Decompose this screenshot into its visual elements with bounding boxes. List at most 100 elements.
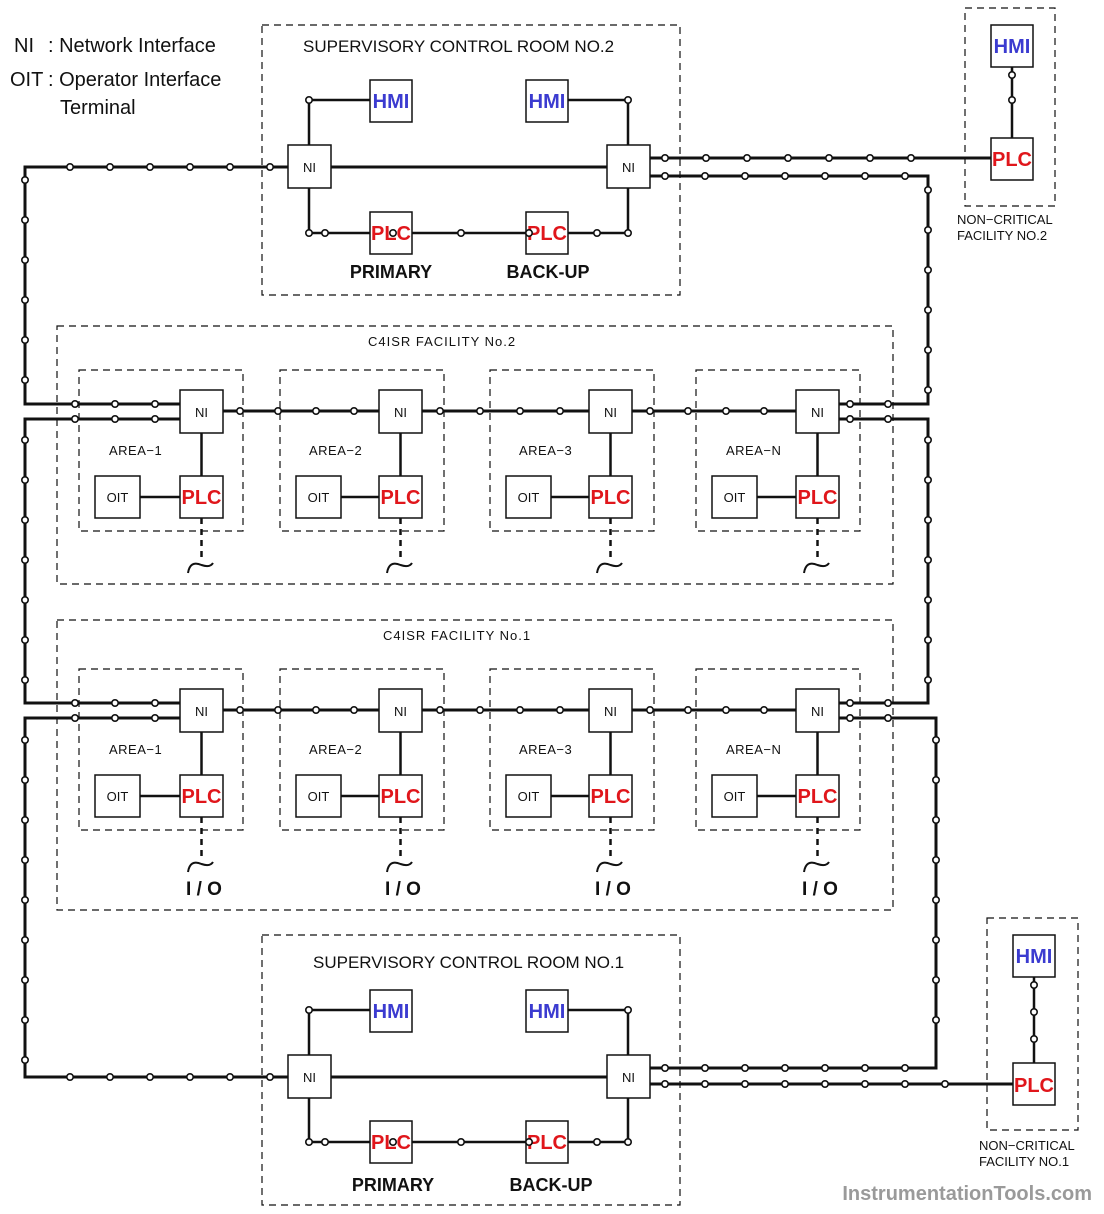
connector-dot [860, 172, 869, 181]
plc-box[interactable] [1012, 1062, 1056, 1106]
connector-dot [555, 406, 564, 415]
connector-dot [186, 163, 195, 172]
connector-dot [20, 675, 29, 684]
ni-box[interactable] [606, 144, 651, 189]
area-boundary [489, 369, 655, 532]
hmi-box[interactable] [1012, 934, 1056, 978]
connector-dot [20, 375, 29, 384]
plc-box[interactable] [588, 475, 633, 519]
connector-dot [1030, 1007, 1039, 1016]
oit-label: OIT [107, 789, 129, 804]
ni-box[interactable] [378, 688, 423, 733]
plc-box[interactable] [990, 137, 1034, 181]
ni-box[interactable] [287, 144, 332, 189]
connector-dot [475, 705, 484, 714]
oit-box[interactable] [711, 774, 758, 818]
plc-box[interactable] [378, 774, 423, 818]
ni-box[interactable] [179, 389, 224, 434]
connector-dot [883, 414, 892, 423]
connector-dot [845, 414, 854, 423]
ni-box[interactable] [588, 389, 633, 434]
plc-box[interactable] [795, 475, 840, 519]
plc-box[interactable] [588, 774, 633, 818]
connector-dot [623, 96, 632, 105]
hmi-label: HMI [1016, 946, 1053, 968]
ni-box[interactable] [795, 389, 840, 434]
connector-dot [20, 176, 29, 185]
ni-box[interactable] [588, 688, 633, 733]
connector-dot [780, 172, 789, 181]
plc-box[interactable] [179, 475, 224, 519]
io-curl [187, 861, 214, 873]
oit-label: OIT [518, 789, 540, 804]
hmi-box[interactable] [525, 79, 569, 123]
connector-dot [456, 229, 465, 238]
area-label: AREA−2 [309, 742, 362, 757]
connector-dot [226, 163, 235, 172]
connector-dot [923, 186, 932, 195]
oit-box[interactable] [505, 475, 552, 519]
supervisory-room-1-boundary [261, 934, 681, 1206]
ni-box[interactable] [795, 688, 840, 733]
connector-dot [780, 1064, 789, 1073]
ni-box[interactable] [287, 1054, 332, 1099]
plc-label: PLC [527, 1132, 567, 1154]
connector-dot [273, 406, 282, 415]
connector-dot [931, 975, 940, 984]
connector-dot [106, 163, 115, 172]
io-label: I / O [802, 879, 838, 900]
oit-box[interactable] [711, 475, 758, 519]
plc-box[interactable] [795, 774, 840, 818]
oit-box[interactable] [295, 774, 342, 818]
connector-dot [111, 399, 120, 408]
connector-dot [111, 414, 120, 423]
connector-dot [660, 172, 669, 181]
connector-dot [923, 515, 932, 524]
oit-box[interactable] [295, 475, 342, 519]
ni-box[interactable] [179, 688, 224, 733]
plc-label: PLC [182, 487, 222, 509]
oit-label: OIT [724, 490, 746, 505]
area-label: AREA−N [726, 443, 781, 458]
plc-label: PLC [591, 786, 631, 808]
network-trunk-lines [23, 156, 1013, 1086]
legend-oit-abbr: OIT [10, 69, 43, 91]
oit-box[interactable] [94, 475, 141, 519]
plc-label: PLC [798, 487, 838, 509]
connector-dot [931, 855, 940, 864]
hmi-box[interactable] [369, 989, 413, 1033]
ni-label: NI [622, 1070, 635, 1085]
facility-1-boundary [56, 619, 894, 911]
area-label: AREA−3 [519, 443, 572, 458]
connector-dot [845, 399, 854, 408]
ni-box[interactable] [378, 389, 423, 434]
connector-dot [1007, 71, 1016, 80]
connector-dot [71, 698, 80, 707]
facility-1-title: C4ISR FACILITY No.1 [383, 628, 531, 643]
plc-box[interactable] [378, 475, 423, 519]
oit-label: OIT [724, 789, 746, 804]
noncritical-1-title-line2: FACILITY NO.1 [979, 1154, 1069, 1169]
hmi-label: HMI [529, 1001, 566, 1023]
connector-dot [20, 555, 29, 564]
ni-box[interactable] [606, 1054, 651, 1099]
connector-dot [515, 406, 524, 415]
io-curl [803, 861, 830, 873]
supervisory-room-2-title: SUPERVISORY CONTROL ROOM NO.2 [303, 37, 614, 56]
connector-dot [20, 775, 29, 784]
connector-dot [721, 406, 730, 415]
hmi-box[interactable] [369, 79, 413, 123]
hmi-box[interactable] [990, 24, 1034, 68]
connector-dot [923, 385, 932, 394]
plc-label: PLC [527, 223, 567, 245]
hmi-label: HMI [994, 36, 1031, 58]
oit-box[interactable] [505, 774, 552, 818]
oit-box[interactable] [94, 774, 141, 818]
connector-dot [111, 713, 120, 722]
hmi-box[interactable] [525, 989, 569, 1033]
connector-dot [71, 713, 80, 722]
plc-box[interactable] [179, 774, 224, 818]
